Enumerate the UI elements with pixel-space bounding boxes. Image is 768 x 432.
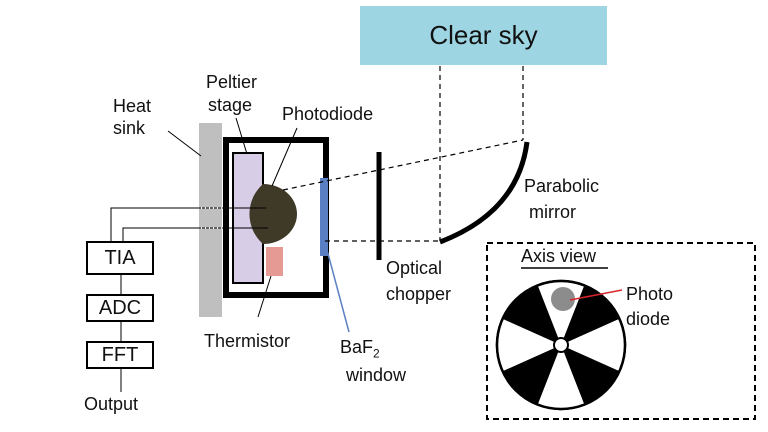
fft-block: FFT (86, 341, 154, 369)
heat-sink-label-1: Heat (113, 96, 152, 116)
tia-block: TIA (86, 241, 154, 275)
optical-chopper-label-2: chopper (386, 284, 452, 304)
inset-photodiode (551, 287, 575, 311)
chopper-wheel (495, 279, 627, 411)
axis-view-title: Axis view (521, 246, 597, 266)
baf2-window (320, 178, 328, 256)
photodiode-leader (271, 127, 298, 187)
adc-label: ADC (98, 296, 142, 319)
window-label-main: BaF (340, 337, 374, 357)
window-label-2: window (346, 365, 407, 385)
heat-sink-label-2: sink (113, 118, 146, 138)
peltier-label-2: stage (208, 95, 253, 115)
peltier-leader (235, 117, 248, 155)
clear-sky-box: Clear sky (360, 6, 607, 65)
parabolic-label-2: mirror (529, 202, 576, 222)
thermistor (266, 247, 283, 276)
optical-chopper-label-1: Optical (386, 258, 443, 278)
heat-sink (199, 123, 222, 317)
parabolic-mirror (439, 141, 530, 245)
inset-photodiode-label-2: diode (626, 309, 671, 329)
signal-wire-1 (122, 227, 268, 241)
adc-block: ADC (86, 294, 154, 322)
window-label-sub: 2 (373, 346, 380, 361)
axis-view-inset (486, 242, 756, 420)
output-label: Output (84, 394, 139, 414)
inset-photodiode-leader (569, 289, 623, 301)
peltier-label-1: Peltier (206, 72, 258, 92)
signal-wire-2 (110, 207, 266, 241)
fft-label: FFT (101, 343, 139, 366)
parabolic-label-1: Parabolic (524, 176, 600, 196)
beam-upper (282, 139, 524, 191)
window-leader (326, 249, 350, 333)
window-label: BaF2 (340, 336, 380, 365)
clear-sky-label: Clear sky (429, 20, 538, 50)
heat-sink-leader (167, 130, 202, 157)
photodiode-label: Photodiode (282, 104, 374, 124)
thermistor-label: Thermistor (204, 331, 291, 351)
thermistor-leader (257, 275, 272, 318)
photodiode (249, 184, 297, 244)
tia-label: TIA (104, 246, 136, 269)
inset-photodiode-label-1: Photo (626, 284, 674, 304)
